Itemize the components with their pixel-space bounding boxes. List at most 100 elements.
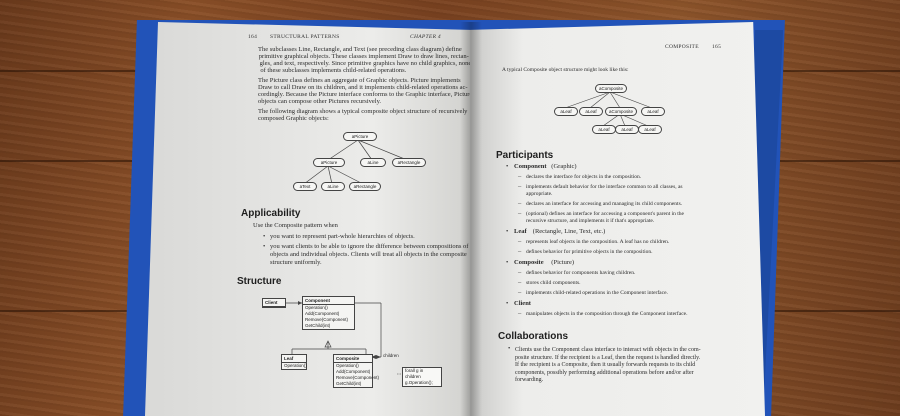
body-text-line: gles, and text, respectively. Since prim… — [259, 60, 470, 67]
operation-line: Operation() — [336, 363, 359, 368]
diagram-node: aLeaf — [638, 125, 662, 134]
participant-detail-line: manipulates objects in the composition t… — [526, 311, 688, 317]
bullet-dot: • — [506, 259, 509, 266]
diagram-node: aPicture — [313, 158, 345, 167]
participant-detail-line: implements default behavior for the inte… — [526, 184, 683, 190]
class-diagram-lines — [284, 301, 402, 375]
diagram-node: aRectangle — [392, 158, 426, 167]
participant-name: Leaf — [514, 228, 527, 235]
composite-diagram-lines — [564, 91, 653, 127]
participant-name: Composite — [514, 259, 544, 266]
component-class-box: Component Operation()Add(Component)Remov… — [302, 296, 355, 330]
composite-class-box: Composite Operation()Add(Component)Remov… — [333, 354, 380, 388]
dash-marker: – — [518, 269, 522, 276]
participant-detail-line: (optional) defines an interface for acce… — [526, 211, 684, 217]
participant-detail-line: defines behavior for components having c… — [526, 270, 636, 276]
participant-detail-line: defines behavior for primitive objects i… — [526, 249, 653, 255]
participant-detail-line: represents leaf objects in the compositi… — [526, 239, 670, 245]
bullet-dot: • — [508, 345, 511, 352]
dash-marker: – — [518, 183, 522, 190]
participant-detail-line: declares the interface for objects in th… — [526, 174, 642, 180]
diagram-node: aRectangle — [349, 182, 381, 191]
operation-line: Add(Component) — [305, 311, 340, 316]
leaf-class-box: Leaf Operation() — [281, 354, 307, 370]
collab-text-line: forwarding. — [515, 377, 544, 383]
left-page: 164 STRUCTURAL PATTERNS CHAPTER 4 The su… — [145, 22, 470, 416]
operation-line: forall g in children — [405, 368, 424, 379]
body-text-line: The subclasses Line, Rectangle, and Text… — [258, 46, 462, 53]
operation-line: Remove(Component) — [305, 317, 349, 322]
structure-heading: Structure — [237, 276, 282, 287]
component-operations: Operation()Add(Component)Remove(Componen… — [303, 305, 354, 329]
participant-role: (Rectangle, Line, Text, etc.) — [532, 228, 606, 235]
running-head: STRUCTURAL PATTERNS — [270, 34, 340, 40]
participant-name: Client — [514, 300, 531, 307]
applicability-heading: Applicability — [241, 208, 301, 219]
right-page: COMPOSITE 165 A typical Composite object… — [470, 22, 765, 416]
bullet-text-line: you want to represent part-whole hierarc… — [270, 233, 415, 240]
operation-line: Operation() — [284, 363, 307, 368]
running-head: COMPOSITE — [665, 44, 699, 50]
diagram-intro: A typical Composite object structure mig… — [502, 67, 629, 73]
body-text-line: The Picture class defines an aggregate o… — [258, 77, 461, 84]
dash-marker: – — [518, 289, 522, 296]
participant-name: Component — [514, 163, 547, 170]
bullet-dot: • — [506, 228, 509, 235]
diagram-node: aLeaf — [641, 107, 665, 116]
collab-text-line: components, possibly performing addition… — [515, 369, 694, 376]
client-class-box: Client — [262, 298, 286, 308]
collab-text-line: posite structure. If the recipient is a … — [515, 354, 701, 361]
participant-role: (Picture) — [551, 259, 575, 266]
dash-marker: – — [518, 173, 522, 180]
diagram-node-root: aPicture — [343, 132, 377, 141]
participant-detail-line: implements child-related operations in t… — [526, 290, 668, 296]
leaf-operations: Operation() — [282, 363, 307, 369]
dash-marker: – — [518, 310, 522, 317]
applicability-lead: Use the Composite pattern when — [253, 222, 338, 229]
participant-detail-line: declares an interface for accessing and … — [526, 201, 683, 207]
bullet-text-line: structure uniformly. — [270, 259, 322, 266]
book-gutter — [460, 22, 482, 416]
operation-line: GetChild(int) — [305, 323, 331, 328]
operation-line: Add(Component) — [336, 369, 371, 374]
bullet-dot: • — [263, 233, 266, 240]
participants-heading: Participants — [496, 150, 554, 161]
diagram-node: aComposite — [605, 107, 637, 116]
composite-operations: Operation()Add(Component)Remove(Componen… — [334, 363, 380, 387]
participant-detail-line: recursive structure, and implements it i… — [526, 218, 655, 224]
chapter-label: CHAPTER 4 — [410, 34, 441, 40]
operation-line: Remove(Component) — [336, 375, 380, 380]
dash-marker: – — [518, 248, 522, 255]
children-label: children — [383, 353, 399, 358]
dash-marker: – — [518, 200, 522, 207]
operation-line: g.Operation(); — [405, 380, 433, 385]
diagram-node: aLeaf — [554, 107, 578, 116]
diagram-node: aLine — [321, 182, 345, 191]
object-diagram-lines — [303, 139, 408, 185]
bullet-dot: • — [506, 300, 509, 307]
operation-line: Operation() — [305, 305, 328, 310]
collaborations-heading: Collaborations — [498, 331, 569, 342]
diagram-node: aText — [293, 182, 317, 191]
collab-text-line: If the recipient is a Composite, then it… — [515, 362, 696, 368]
dash-marker: – — [518, 238, 522, 245]
bullet-dot: • — [263, 243, 266, 250]
page-number: 165 — [712, 44, 722, 50]
body-text-line: of these subclasses implements child-rel… — [260, 67, 407, 74]
dash-marker: – — [518, 210, 522, 217]
body-text-line: composed Graphic objects: — [258, 115, 329, 122]
diagram-node: aLine — [360, 158, 386, 167]
diagram-node: aLeaf — [592, 125, 616, 134]
bullet-text-line: objects and individual objects. Clients … — [270, 251, 467, 258]
diagram-node: aLeaf — [579, 107, 603, 116]
body-text-line: Draw to call Draw on its children, and i… — [258, 84, 468, 91]
bullet-text-line: you want clients to be able to ignore th… — [270, 243, 469, 250]
page-number: 164 — [248, 34, 258, 40]
dash-marker: – — [518, 279, 522, 286]
body-text-line: The following diagram shows a typical co… — [258, 108, 468, 115]
participant-detail-line: stores child components. — [526, 280, 581, 286]
bullet-dot: • — [506, 163, 509, 170]
body-text-line: objects can compose other Pictures recur… — [258, 98, 382, 105]
diagram-node-root: aComposite — [595, 84, 627, 93]
